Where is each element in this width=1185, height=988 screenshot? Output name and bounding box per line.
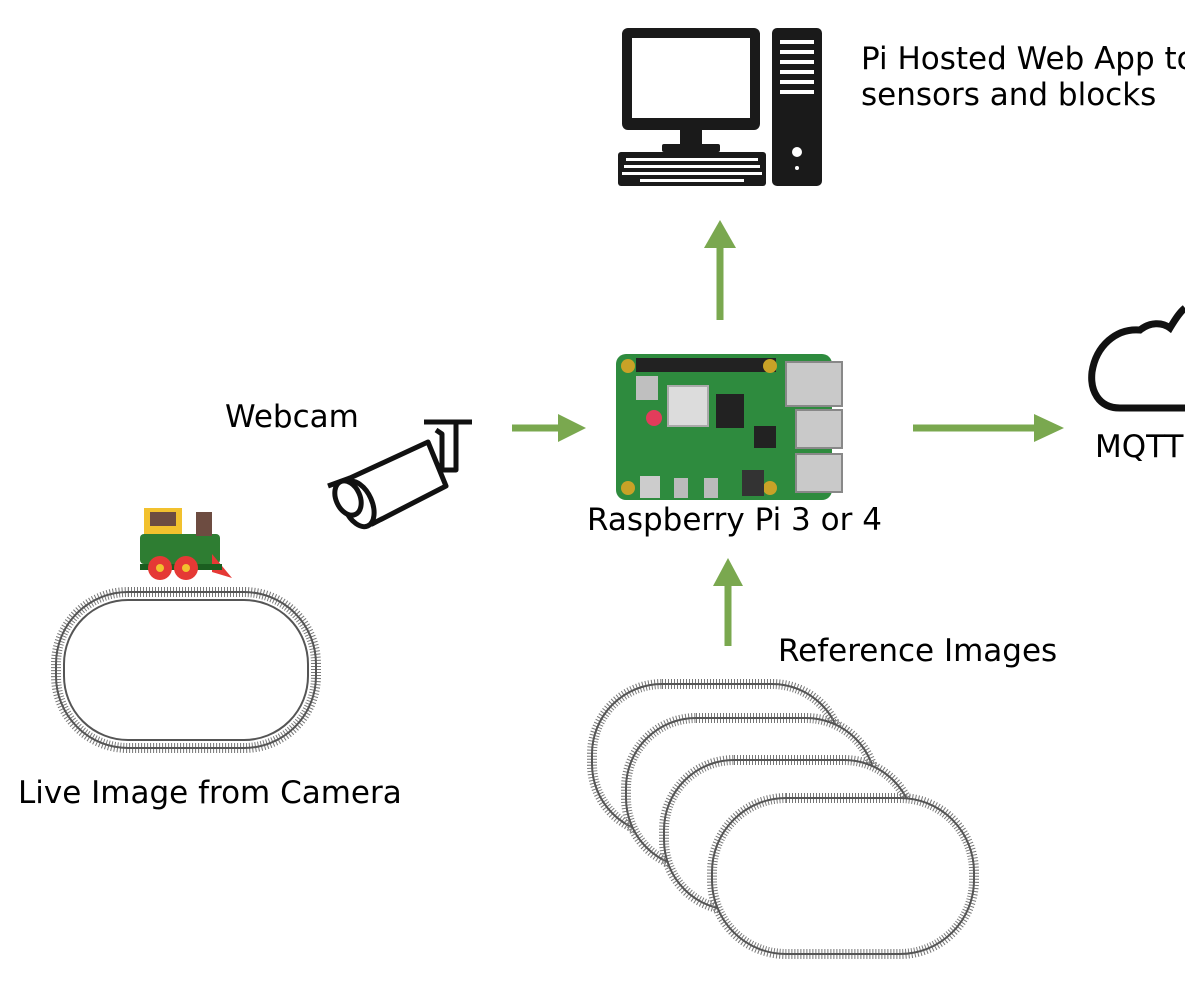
arrow-reference-to-pi xyxy=(713,558,743,646)
arrow-pi-to-mqtt xyxy=(913,414,1064,442)
arrow-webcam-to-pi xyxy=(512,414,586,442)
raspberry-pi-board-icon xyxy=(616,354,843,500)
web-app-label: Pi Hosted Web App to sensors and blocks xyxy=(861,41,1185,113)
webcam-icon xyxy=(327,419,472,530)
oval-track-icon xyxy=(51,587,321,753)
live-image-label: Live Image from Camera xyxy=(18,775,402,811)
desktop-computer-icon xyxy=(618,28,822,186)
reference-images-label: Reference Images xyxy=(778,633,1058,669)
mqtt-label: MQTT xyxy=(1095,429,1184,465)
reference-tracks-icon xyxy=(587,679,979,959)
toy-train-icon xyxy=(140,508,232,580)
webcam-label: Webcam xyxy=(225,399,359,435)
reference-track-4 xyxy=(707,793,979,959)
raspberry-pi-label: Raspberry Pi 3 or 4 xyxy=(587,502,882,538)
arrow-pi-to-webapp xyxy=(704,220,736,320)
cloud-icon xyxy=(1088,305,1185,412)
web-app-label-line2: sensors and blocks xyxy=(861,76,1157,113)
web-app-label-line1: Pi Hosted Web App to xyxy=(861,41,1185,77)
